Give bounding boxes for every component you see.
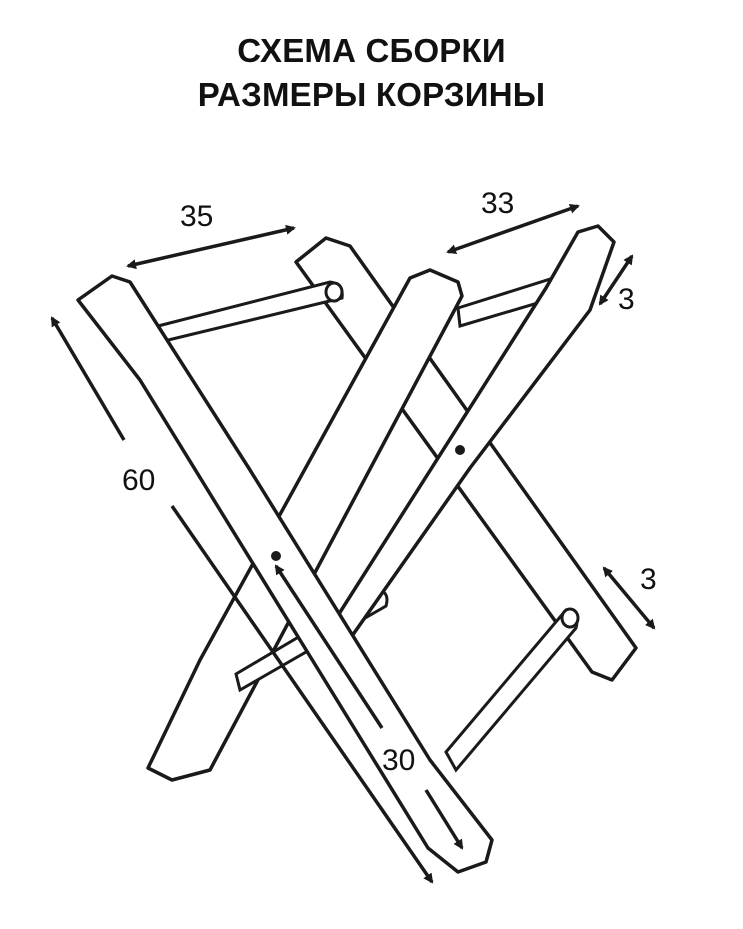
dimension-label-top-thickness: 3 xyxy=(618,283,635,316)
dimension-arrow-top-thickness xyxy=(598,254,634,306)
dimension-arrow-lower-down xyxy=(424,789,464,850)
dimension-arrow-left-width xyxy=(126,224,296,270)
dimension-arrow-lower-up xyxy=(274,564,384,729)
pivot-bolt xyxy=(455,445,465,455)
front-left-leg xyxy=(76,274,494,874)
back-left-leg xyxy=(146,268,464,782)
dimension-label-lower-segment: 30 xyxy=(382,744,415,777)
diagram-title-line-2: РАЗМЕРЫ КОРЗИНЫ xyxy=(197,76,546,113)
dimension-label-right-width: 33 xyxy=(481,187,514,220)
dimension-label-bottom-thickness: 3 xyxy=(640,563,657,596)
dimension-label-left-width: 35 xyxy=(180,200,213,233)
dimension-arrow-bottom-thickness xyxy=(602,566,656,630)
diagram-title-line-1: СХЕМА СБОРКИ xyxy=(237,32,506,69)
rung-end xyxy=(560,607,580,629)
dimension-arrow-right-width xyxy=(446,203,580,255)
dimension-arrow-leg-down xyxy=(170,505,434,884)
dimension-arrow-leg-up xyxy=(50,316,126,441)
bottom-right-rung xyxy=(444,608,579,773)
dimension-label-leg-length: 60 xyxy=(122,464,155,497)
top-left-rung xyxy=(156,280,344,344)
rung-end xyxy=(324,281,344,303)
pivot-bolt xyxy=(271,551,281,561)
